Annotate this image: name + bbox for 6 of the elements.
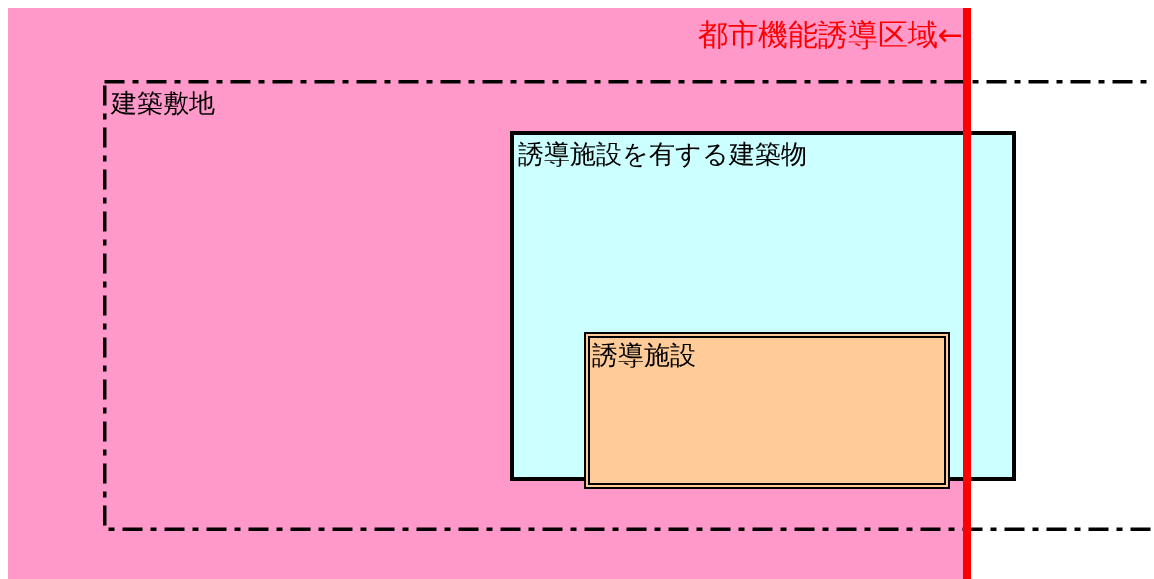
- building-label: 誘導施設を有する建築物: [518, 141, 807, 167]
- site-label: 建築敷地: [111, 90, 215, 116]
- site-boundary: [103, 80, 1154, 531]
- zone-label: 都市機能誘導区域←: [697, 20, 963, 50]
- facility-label: 誘導施設: [592, 342, 696, 368]
- facility-box: [584, 332, 950, 489]
